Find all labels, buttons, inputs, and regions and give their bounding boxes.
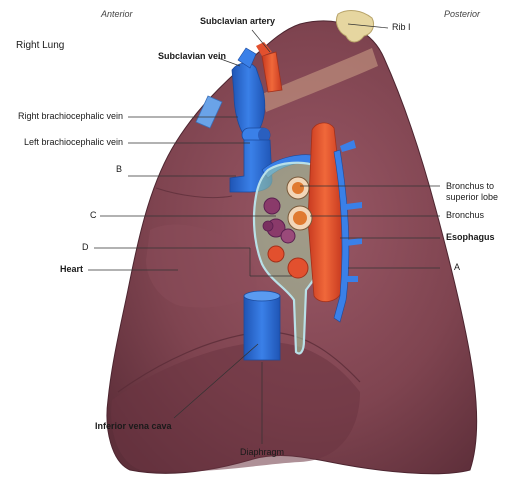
bronchus-to-superior-lobe-label-line2: superior lobe xyxy=(446,192,499,202)
diaphragm-label: Diaphragm xyxy=(240,447,285,457)
esophagus xyxy=(307,122,343,303)
heart-label: Heart xyxy=(60,264,84,274)
inferior-vena-cava-label: Inferior vena cava xyxy=(95,421,172,431)
left-brachiocephalic-vein-end xyxy=(258,128,270,142)
intercostal-vein-4 xyxy=(340,140,356,152)
horizontal-fissure xyxy=(155,187,233,199)
inferior-vena-cava-top xyxy=(243,290,281,302)
bronchus-superior-lobe-lumen xyxy=(292,182,304,194)
intercostal-vein-3 xyxy=(344,276,358,282)
left-brachiocephalic-vein-label: Left brachiocephalic vein xyxy=(24,137,124,147)
inferior-vena-cava xyxy=(243,295,281,361)
rib-i-bone xyxy=(335,10,375,43)
pulmonary-vein-1 xyxy=(267,245,285,263)
right-brachiocephalic-vein-label: Right brachiocephalic vein xyxy=(18,111,124,121)
diagram-title: Right Lung xyxy=(16,40,65,51)
intercostal-vein-2 xyxy=(346,238,362,246)
label-c: C xyxy=(90,210,97,220)
rib-i-label: Rib I xyxy=(392,22,411,32)
bronchus-to-superior-lobe-label-line1: Bronchus to xyxy=(446,181,495,191)
bronchus-main-lumen xyxy=(293,211,307,225)
posterior-label: Posterior xyxy=(444,9,481,19)
cardiac-impression xyxy=(146,224,257,308)
anterior-label: Anterior xyxy=(101,9,133,19)
subclavian-artery-label: Subclavian artery xyxy=(200,16,276,26)
leader-lines xyxy=(88,23,440,444)
bronchus-label: Bronchus xyxy=(446,210,485,220)
subclavian-vein xyxy=(237,47,257,69)
subclavian-vein-label: Subclavian vein xyxy=(158,51,227,61)
esophagus-label: Esophagus xyxy=(446,232,495,242)
vein-stub xyxy=(195,95,223,129)
intercostal-vein-1 xyxy=(346,202,362,210)
label-b: B xyxy=(116,164,123,174)
label-d: D xyxy=(82,242,89,252)
pulmonary-artery-4 xyxy=(262,220,274,232)
pulmonary-vein-2 xyxy=(287,257,309,279)
pulmonary-artery-3 xyxy=(280,228,296,244)
subclavian-artery-branch xyxy=(256,42,272,56)
label-a: A xyxy=(454,262,461,272)
subclavian-artery xyxy=(261,51,283,93)
lower-lobe-shade xyxy=(111,341,360,472)
rib-groove xyxy=(262,48,378,112)
pulmonary-artery-1 xyxy=(263,197,281,215)
